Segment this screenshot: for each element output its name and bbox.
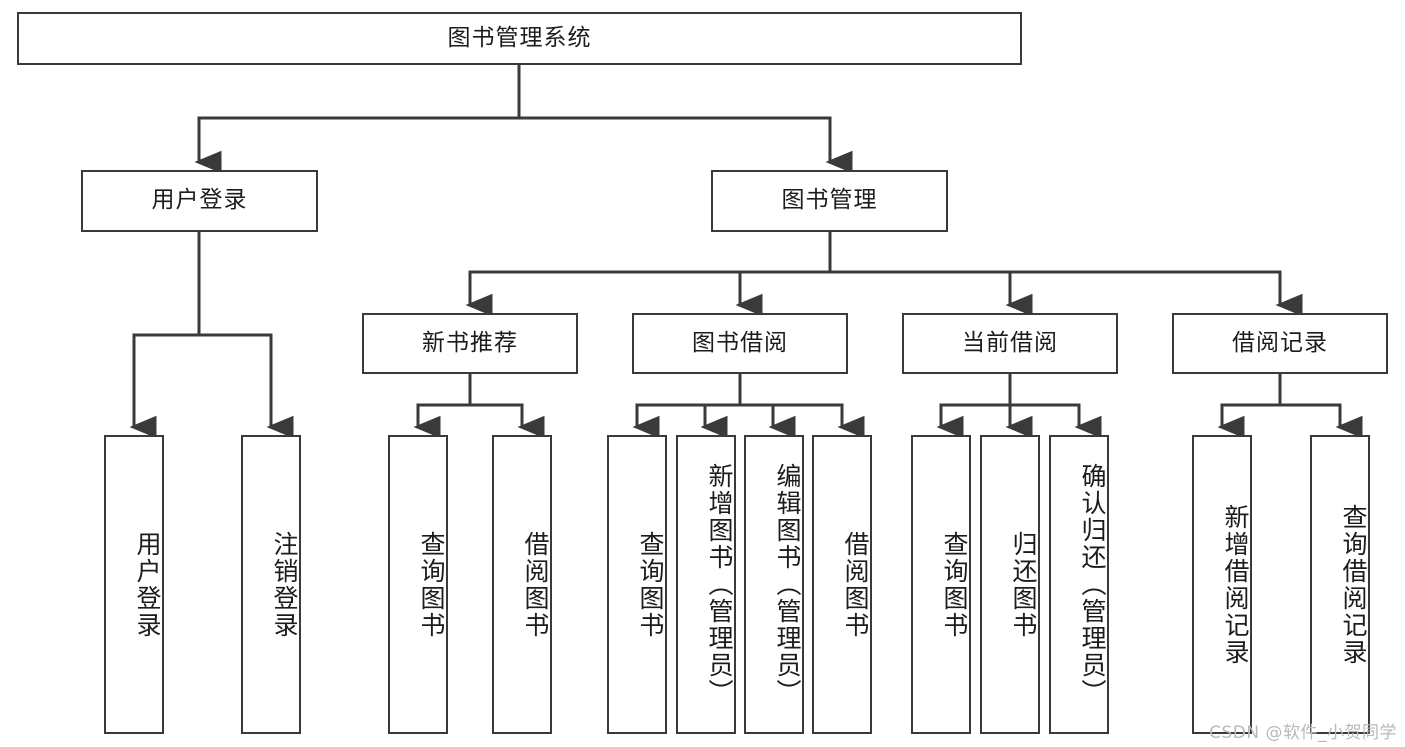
node-leaf-add-borrow-record-label: 新增借阅记录 — [1221, 503, 1250, 666]
node-leaf-edit-book-admin-label: 编辑图书（管理员） — [773, 463, 802, 706]
node-current-borrow[interactable]: 当前借阅 — [902, 313, 1118, 374]
node-leaf-confirm-return-admin[interactable]: 确认归还（管理员） — [1049, 435, 1109, 734]
node-root-system-label: 图书管理系统 — [447, 24, 592, 51]
node-leaf-borrow-book-1[interactable]: 借阅图书 — [492, 435, 552, 734]
node-leaf-borrow-book-1-label: 借阅图书 — [521, 530, 550, 639]
node-root-system[interactable]: 图书管理系统 — [17, 12, 1022, 65]
node-leaf-borrow-book-2[interactable]: 借阅图书 — [812, 435, 872, 734]
node-leaf-query-book-1[interactable]: 查询图书 — [388, 435, 448, 734]
node-leaf-add-book-admin[interactable]: 新增图书（管理员） — [676, 435, 736, 734]
node-leaf-borrow-book-2-label: 借阅图书 — [841, 530, 870, 639]
node-leaf-confirm-return-admin-label: 确认归还（管理员） — [1078, 463, 1107, 706]
node-user-login[interactable]: 用户登录 — [81, 170, 318, 232]
node-leaf-return-book-label: 归还图书 — [1009, 530, 1038, 639]
node-book-borrow-label: 图书借阅 — [692, 329, 788, 356]
node-leaf-query-borrow-record[interactable]: 查询借阅记录 — [1310, 435, 1370, 734]
node-leaf-query-book-2-label: 查询图书 — [636, 530, 665, 639]
node-user-login-label: 用户登录 — [151, 187, 248, 214]
node-leaf-query-book-2[interactable]: 查询图书 — [607, 435, 667, 734]
node-leaf-add-borrow-record[interactable]: 新增借阅记录 — [1192, 435, 1252, 734]
node-leaf-query-book-1-label: 查询图书 — [417, 530, 446, 639]
node-leaf-query-book-3-label: 查询图书 — [940, 530, 969, 639]
node-leaf-user-login-label: 用户登录 — [133, 530, 162, 639]
node-leaf-logout[interactable]: 注销登录 — [241, 435, 301, 734]
node-book-management-label: 图书管理 — [781, 187, 878, 214]
node-book-management[interactable]: 图书管理 — [711, 170, 948, 232]
node-new-book-recommend[interactable]: 新书推荐 — [362, 313, 578, 374]
node-new-book-recommend-label: 新书推荐 — [422, 329, 518, 356]
node-borrow-record[interactable]: 借阅记录 — [1172, 313, 1388, 374]
node-leaf-add-book-admin-label: 新增图书（管理员） — [705, 463, 734, 706]
node-leaf-query-borrow-record-label: 查询借阅记录 — [1339, 503, 1368, 666]
node-current-borrow-label: 当前借阅 — [962, 329, 1058, 356]
node-leaf-return-book[interactable]: 归还图书 — [980, 435, 1040, 734]
node-leaf-edit-book-admin[interactable]: 编辑图书（管理员） — [744, 435, 804, 734]
node-leaf-logout-label: 注销登录 — [270, 530, 299, 639]
node-borrow-record-label: 借阅记录 — [1232, 329, 1328, 356]
node-leaf-query-book-3[interactable]: 查询图书 — [911, 435, 971, 734]
node-book-borrow[interactable]: 图书借阅 — [632, 313, 848, 374]
node-leaf-user-login[interactable]: 用户登录 — [104, 435, 164, 734]
csdn-watermark: CSDN @软件_小贺同学 — [1209, 723, 1397, 743]
